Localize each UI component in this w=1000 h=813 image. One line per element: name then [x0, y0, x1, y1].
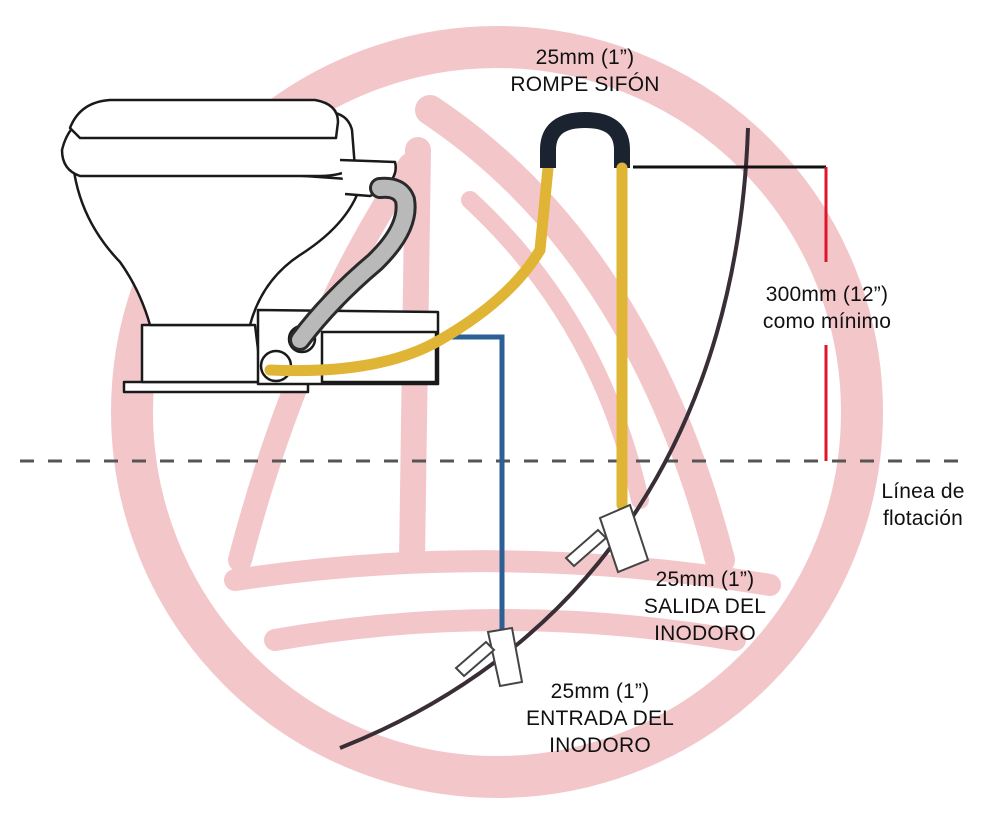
outlet-seacock-body: [598, 503, 650, 574]
height-label: 300mm (12”) como mínimo: [742, 281, 912, 335]
outlet-label: 25mm (1”) SALIDA DEL INODORO: [610, 566, 800, 647]
vent-size: 25mm (1”): [535, 46, 635, 69]
hull-curve: [339, 127, 750, 750]
waterline-line2: flotación: [882, 507, 964, 530]
height-note: como mínimo: [762, 310, 892, 333]
flush-hose-fill: [292, 179, 414, 348]
vent-hose-upstream: [264, 162, 554, 377]
watermark-sail-right: [415, 95, 735, 575]
vent-label: 25mm (1”) ROMPE SIFÓN: [480, 44, 690, 98]
vent-loop: [540, 111, 630, 168]
outlet-line2: INODORO: [654, 622, 756, 645]
waterline-line1: Línea de: [881, 480, 965, 503]
watermark-ring: [111, 26, 883, 798]
height-dimension: [633, 165, 828, 461]
inlet-seacock-body: [486, 626, 524, 688]
vent-name: ROMPE SIFÓN: [510, 73, 660, 96]
toilet-pedestal: [140, 323, 264, 384]
watermark-sail-inner: [461, 191, 649, 509]
inlet-label: 25mm (1”) ENTRADA DEL INODORO: [495, 678, 705, 759]
outlet-seacock: [564, 503, 650, 574]
inlet-seacock-handle: [454, 640, 496, 678]
toilet-bowl: [70, 136, 364, 327]
inlet-line1: ENTRADA DEL: [525, 707, 675, 730]
outlet-line1: SALIDA DEL: [643, 595, 767, 618]
outlet-seacock-handle: [564, 528, 608, 568]
pump-motor: [320, 330, 438, 384]
inlet-line2: INODORO: [549, 734, 651, 757]
outlet-size: 25mm (1”): [655, 568, 755, 591]
inlet-seacock: [454, 626, 524, 688]
toilet-lid: [68, 98, 340, 140]
watermark-logo: [111, 26, 883, 798]
height-value: 300mm (12”): [765, 283, 889, 306]
inlet-hose: [440, 334, 505, 630]
waterline-label: Línea de flotación: [858, 478, 988, 532]
inlet-size: 25mm (1”): [550, 680, 650, 703]
